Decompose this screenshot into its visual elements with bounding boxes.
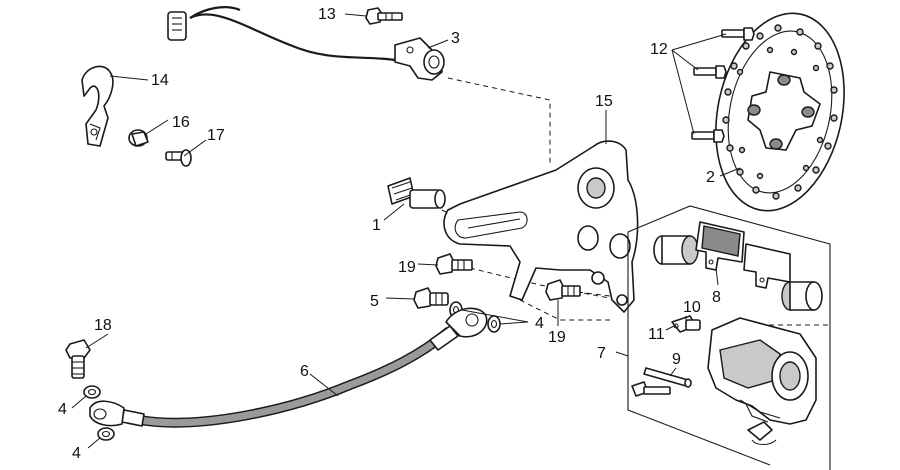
washers-4-bottom <box>83 385 115 441</box>
bolt-19-upper <box>435 253 473 275</box>
callout-9: 9 <box>672 351 681 368</box>
washer-16 <box>128 129 149 147</box>
callout-2: 2 <box>706 169 715 186</box>
callout-13: 13 <box>318 6 336 23</box>
brake-pad-front <box>695 221 745 271</box>
bolt-17 <box>165 149 192 167</box>
brake-hose <box>89 307 488 428</box>
disc-bolts <box>691 27 755 143</box>
speed-sensor <box>167 6 445 81</box>
caliper-kit-frame <box>627 205 831 470</box>
callout-labels: 13 3 14 16 17 12 15 2 1 19 8 5 4 19 10 1… <box>58 6 721 462</box>
brake-disc <box>715 12 845 212</box>
banjo-bolt-5 <box>413 287 449 309</box>
bleed-screw <box>671 315 701 333</box>
callout-4-bottom: 4 <box>72 445 81 462</box>
brake-pad-rear <box>743 243 791 289</box>
callout-18: 18 <box>94 317 112 334</box>
bracket-pin <box>387 177 446 209</box>
callout-7: 7 <box>597 345 606 362</box>
pad-pin <box>643 367 692 388</box>
callout-4-top: 4 <box>535 315 544 332</box>
callout-19-upper: 19 <box>398 259 416 276</box>
caliper-bolt <box>631 381 671 397</box>
callout-15: 15 <box>595 93 613 110</box>
bolt-19-lower <box>545 279 581 301</box>
callout-4-middle: 4 <box>58 401 67 418</box>
callout-14: 14 <box>151 72 169 89</box>
caliper-body <box>707 317 817 446</box>
callout-16: 16 <box>172 114 190 131</box>
callout-6: 6 <box>300 363 309 380</box>
leader-lines <box>71 13 741 449</box>
callout-3: 3 <box>451 30 460 47</box>
callout-10: 10 <box>683 299 701 316</box>
callout-12: 12 <box>650 41 668 58</box>
callout-11: 11 <box>648 326 665 343</box>
banjo-bolt-18 <box>65 339 91 379</box>
hose-clip <box>81 65 114 147</box>
callout-1: 1 <box>372 217 381 234</box>
caliper-bracket <box>443 140 639 313</box>
callout-8: 8 <box>712 289 721 306</box>
piston-left <box>653 235 699 265</box>
callout-19-lower: 19 <box>548 329 566 346</box>
callout-5: 5 <box>370 293 379 310</box>
callout-17: 17 <box>207 127 225 144</box>
piston-right <box>781 281 823 311</box>
bolt-13 <box>365 7 403 25</box>
